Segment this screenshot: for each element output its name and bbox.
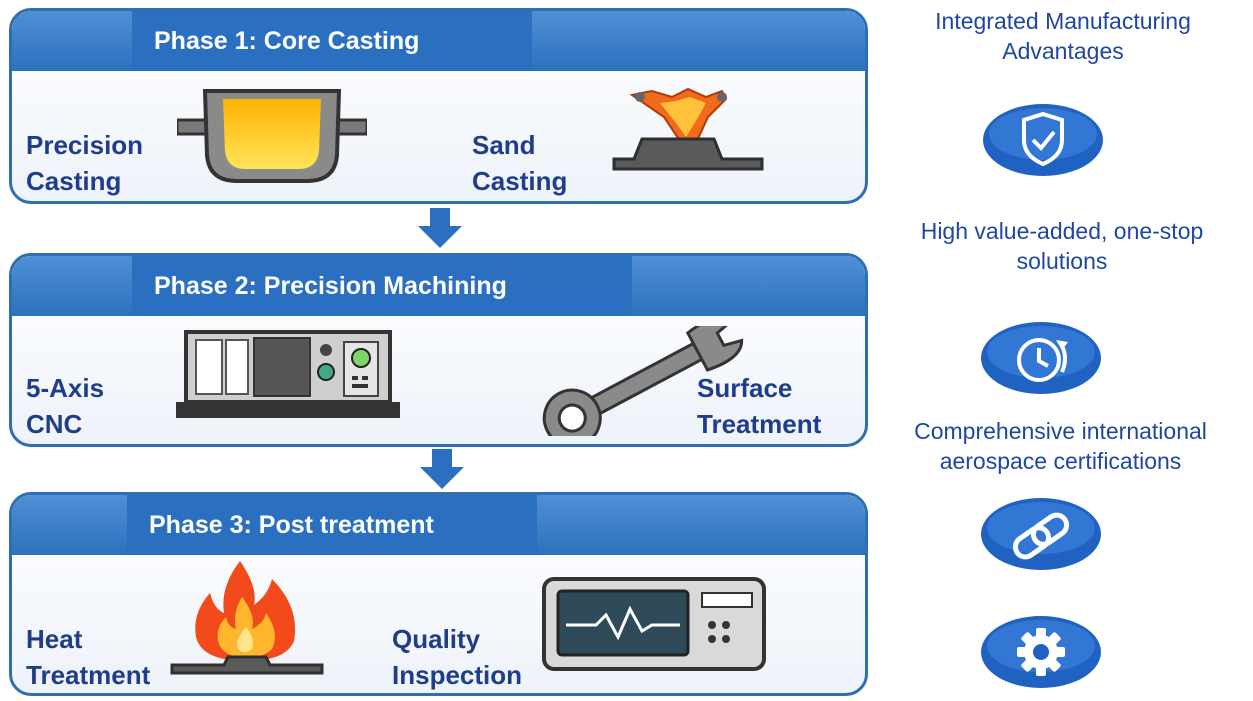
gear-icon — [976, 612, 1106, 692]
advantages-heading: Integrated Manufacturing Advantages — [880, 6, 1246, 66]
phase-2-title: Phase 2: Precision Machining — [132, 256, 632, 316]
text-line: Comprehensive international — [914, 418, 1207, 444]
chain-link-icon — [976, 494, 1106, 574]
label-line: Treatment — [26, 660, 151, 690]
text-line: Integrated Manufacturing — [935, 8, 1191, 34]
cnc-machine-icon — [174, 328, 404, 422]
monitor-icon — [540, 575, 770, 675]
crucible-icon — [177, 85, 367, 185]
text-line: High value-added, one-stop — [920, 218, 1204, 244]
text-line: aerospace certifications — [939, 448, 1182, 474]
label-line: Treatment — [697, 409, 822, 439]
phase-1-panel: Phase 1: Core Casting Precision Casting … — [9, 8, 868, 204]
clock-icon — [976, 318, 1106, 398]
label-line: Inspection — [392, 660, 523, 690]
down-arrow-icon — [416, 208, 464, 248]
sand-mold-icon — [610, 87, 770, 179]
quality-inspection-label: Quality Inspection — [392, 621, 522, 693]
advantage-text-1: High value-added, one-stop solutions — [872, 216, 1252, 276]
label-line: Heat — [26, 624, 83, 654]
heat-treatment-label: Heat Treatment — [26, 621, 150, 693]
surface-treatment-label: Surface Treatment — [697, 370, 821, 442]
text-line: Advantages — [1002, 38, 1124, 64]
phase-3-title: Phase 3: Post treatment — [127, 495, 537, 555]
label-line: Sand — [472, 130, 536, 160]
label-line: Casting — [472, 166, 568, 196]
phase-3-panel: Phase 3: Post treatment Heat Treatment Q… — [9, 492, 868, 696]
label-line: Precision — [26, 130, 144, 160]
down-arrow-icon — [418, 449, 466, 489]
label-line: CNC — [26, 409, 83, 439]
text-line: solutions — [1016, 248, 1108, 274]
phase-1-title: Phase 1: Core Casting — [132, 11, 532, 71]
sand-casting-label: Sand Casting — [472, 127, 567, 199]
phase-2-panel: Phase 2: Precision Machining 5-Axis CNC — [9, 253, 868, 447]
advantage-text-2: Comprehensive international aerospace ce… — [868, 416, 1253, 476]
precision-casting-label: Precision Casting — [26, 127, 143, 199]
label-line: Surface — [697, 373, 793, 403]
flame-icon — [162, 557, 332, 677]
label-line: Casting — [26, 166, 122, 196]
label-line: Quality — [392, 624, 481, 654]
shield-check-icon — [978, 100, 1108, 180]
label-line: 5-Axis — [26, 373, 105, 403]
wrench-icon — [527, 326, 757, 436]
cnc-label: 5-Axis CNC — [26, 370, 104, 442]
